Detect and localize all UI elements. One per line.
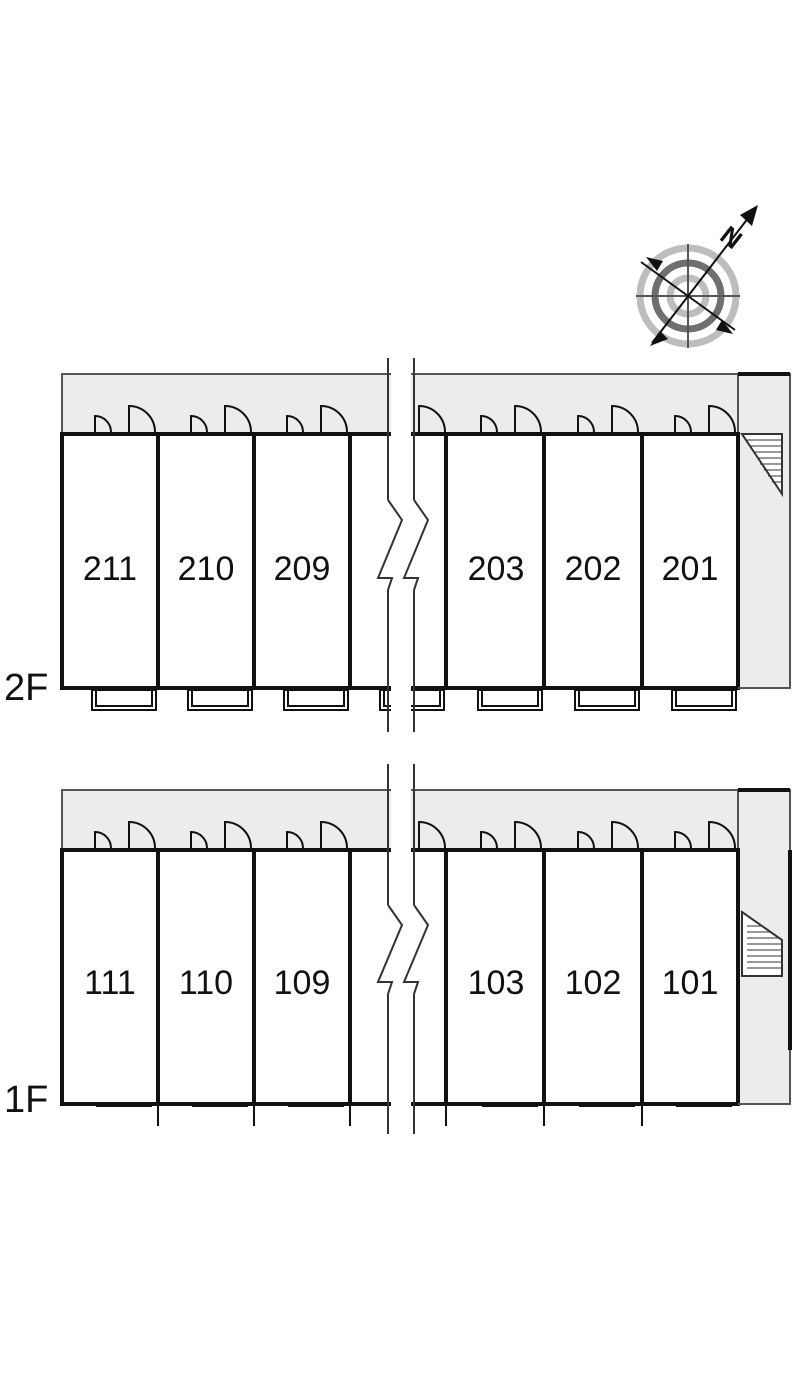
room-203: 203 (468, 550, 525, 588)
room-103: 103 (468, 964, 525, 1002)
room-101: 101 (662, 964, 719, 1002)
compass-icon: N (636, 205, 758, 348)
plan-break-2f (376, 358, 430, 732)
floor-plan-1f: 111 110 109 103 102 101 1F (4, 764, 792, 1134)
floor-label-2f: 2F (4, 667, 48, 709)
floor-plan-2f: 211 210 209 203 202 201 2F (4, 358, 791, 732)
staircase-icon (741, 910, 783, 977)
room-210: 210 (178, 550, 235, 588)
staircase-icon (740, 433, 783, 498)
door-icons-2f (94, 404, 736, 434)
room-109: 109 (274, 964, 331, 1002)
room-209: 209 (274, 550, 331, 588)
room-102: 102 (565, 964, 622, 1002)
door-icons-1f (94, 820, 736, 850)
balconies-2f (91, 689, 737, 711)
room-111: 111 (84, 964, 136, 1002)
room-211: 211 (83, 550, 137, 588)
windows-1f (96, 1104, 732, 1126)
room-202: 202 (565, 550, 622, 588)
room-201: 201 (662, 550, 719, 588)
room-110: 110 (179, 964, 233, 1002)
plan-break-1f (376, 764, 430, 1134)
floor-label-1f: 1F (4, 1079, 48, 1121)
